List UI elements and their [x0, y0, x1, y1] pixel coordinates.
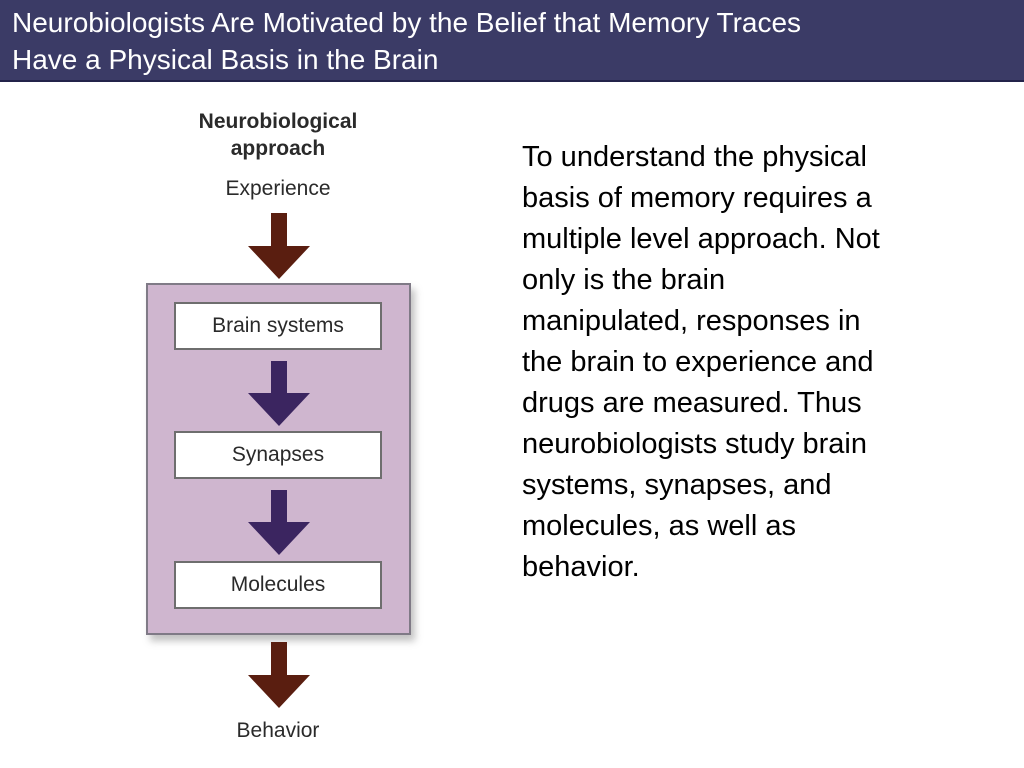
slide-title-bar: Neurobiologists Are Motivated by the Bel… — [0, 0, 1024, 82]
body-line: systems, synapses, and — [522, 469, 832, 501]
inner-arrow-shape-2 — [248, 490, 310, 555]
brain-systems-box: Brain systems — [174, 302, 382, 350]
slide-title-line-1: Neurobiologists Are Motivated by the Bel… — [12, 7, 802, 38]
synapses-to-molecules-arrow — [248, 490, 310, 555]
experience-down-arrow — [248, 213, 310, 279]
body-line: behavior. — [522, 551, 640, 583]
diagram-heading: Neurobiological approach — [180, 108, 376, 162]
body-line: multiple level approach. Not — [522, 223, 880, 255]
inner-arrow-shape-1 — [248, 361, 310, 426]
behavior-down-arrow — [248, 642, 310, 708]
slide-body-text: To understand the physical basis of memo… — [522, 137, 962, 588]
molecules-box: Molecules — [174, 561, 382, 609]
experience-label: Experience — [225, 177, 331, 200]
slide-title-line-2: Have a Physical Basis in the Brain — [12, 44, 439, 75]
synapses-box: Synapses — [174, 431, 382, 479]
body-line: drugs are measured. Thus — [522, 387, 862, 419]
diagram-heading-line-2: approach — [230, 137, 326, 160]
diagram-heading-line-1: Neurobiological — [198, 110, 358, 133]
behavior-label: Behavior — [236, 719, 320, 742]
body-line: To understand the physical — [522, 141, 867, 173]
experience-arrow-shape — [248, 213, 310, 279]
body-line: the brain to experience and — [522, 346, 874, 378]
behavior-arrow-shape — [248, 642, 310, 708]
body-line: neurobiologists study brain — [522, 428, 867, 460]
body-line: molecules, as well as — [522, 510, 796, 542]
body-line: only is the brain — [522, 264, 726, 296]
body-line: basis of memory requires a — [522, 182, 872, 214]
brain-systems-to-synapses-arrow — [248, 361, 310, 426]
body-line: manipulated, responses in — [522, 305, 861, 337]
